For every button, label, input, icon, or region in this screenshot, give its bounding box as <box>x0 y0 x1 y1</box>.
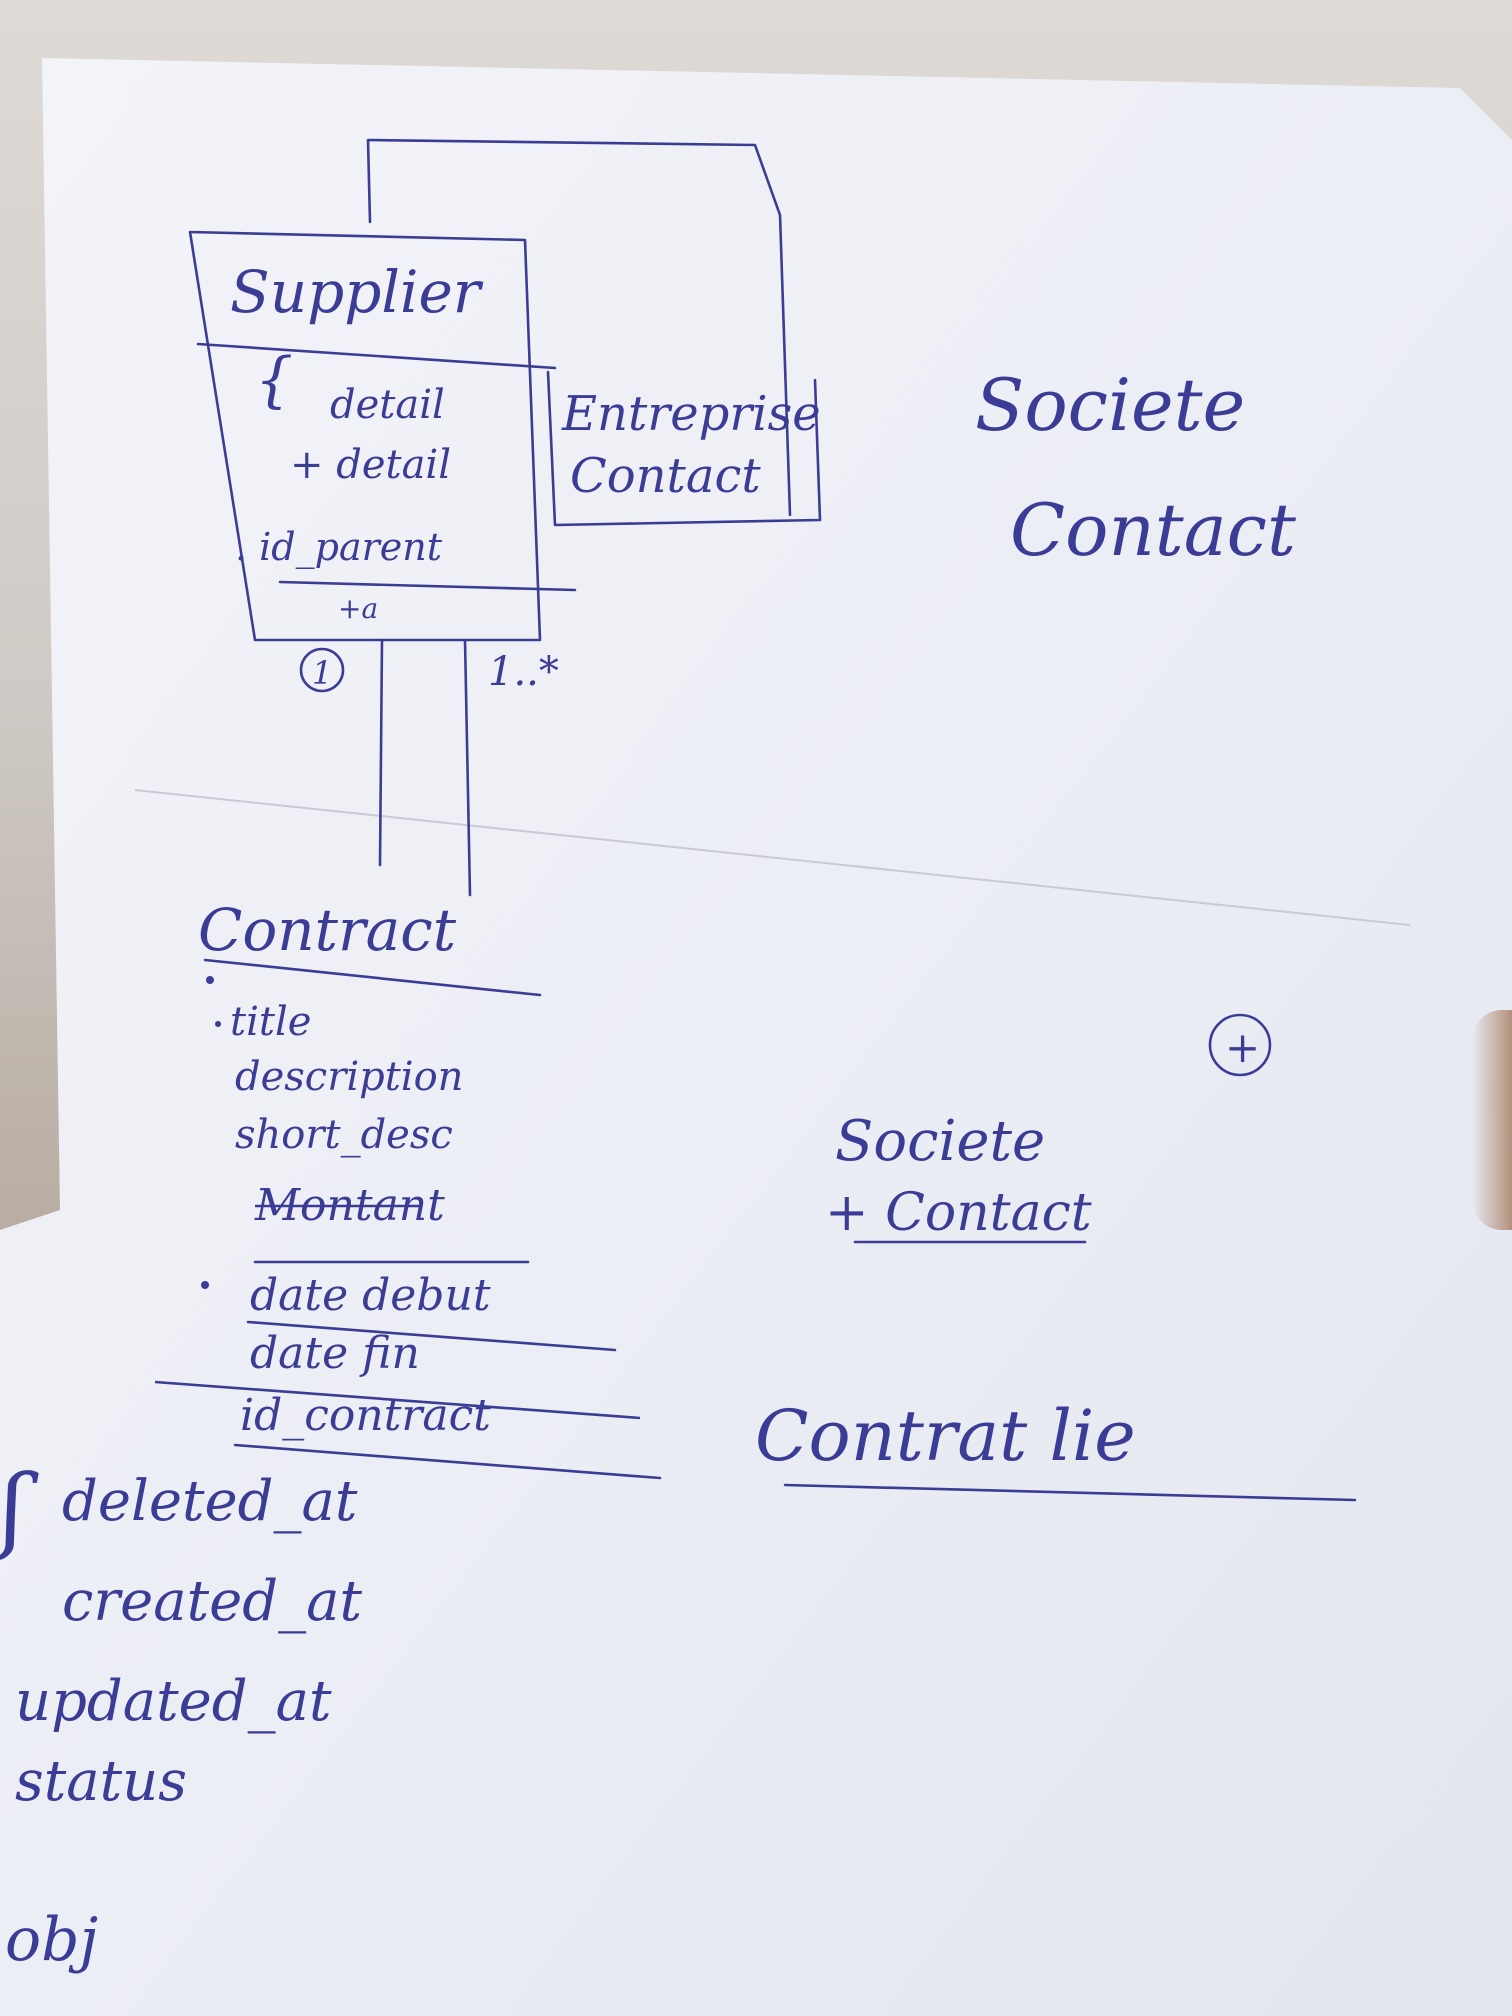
bullet-0 <box>206 976 214 984</box>
timestamp-updated: updated_at <box>15 1669 332 1734</box>
plus-symbol: + <box>1225 1023 1260 1072</box>
entreprise-box-outline <box>546 370 822 527</box>
contrat-lie-underline <box>783 1483 1357 1502</box>
fold-crease <box>134 789 1411 926</box>
supplier-footer-divider <box>278 580 577 592</box>
multiplicity-left: 1 <box>312 654 332 692</box>
supplier-brace: { <box>255 345 293 415</box>
supplier-attr-3: . id_parent <box>235 525 443 570</box>
trailing-obj: obj <box>5 1905 98 1975</box>
contract-title: Contract <box>198 896 457 964</box>
supplier-attr-1: detail <box>330 382 445 428</box>
contract-field-short-desc: short_desc <box>235 1112 453 1158</box>
entreprise-line-1: Entreprise <box>561 386 821 442</box>
supplier-box-outline <box>188 230 542 642</box>
supplier-attr-2: + detail <box>290 442 451 488</box>
contract-field-title: title <box>230 999 311 1045</box>
timestamp-status: status <box>15 1749 187 1814</box>
id-contract-strikethrough <box>154 1380 641 1420</box>
date-debut-underline <box>246 1320 617 1352</box>
connector-right <box>463 638 472 897</box>
contract-bottom-divider <box>233 1443 662 1480</box>
timestamp-created: created_at <box>62 1569 363 1634</box>
plus-circle <box>1208 1013 1272 1077</box>
paper-surface <box>0 58 1512 2016</box>
bullet-date <box>201 1281 209 1289</box>
multiplicity-one-circle <box>299 647 345 693</box>
supplier-footer-mark: +a <box>338 592 378 625</box>
thumb-shadow <box>1472 1010 1512 1230</box>
societe-note: Societe <box>835 1109 1045 1174</box>
timestamp-deleted: deleted_at <box>62 1469 358 1534</box>
entreprise-contact-entity: Entreprise Contact <box>546 370 822 527</box>
contact-top: Contact <box>1010 488 1297 572</box>
societe-contact-note: Societe Contact <box>975 363 1297 572</box>
multiplicity-right: 1..* <box>488 649 559 695</box>
contact-note: + Contact <box>825 1183 1092 1243</box>
contract-field-date-fin: date fin <box>250 1328 420 1379</box>
self-association-line <box>366 138 792 517</box>
contract-title-divider <box>203 958 542 997</box>
bullet-1 <box>215 1021 221 1027</box>
timestamp-fields: ʃ deleted_at created_at updated_at statu… <box>0 1455 363 1975</box>
contract-field-description: description <box>235 1054 463 1100</box>
societe-top: Societe <box>975 363 1245 447</box>
right-notes: + Societe + Contact Contrat lie <box>755 1013 1357 1502</box>
supplier-title: Supplier <box>230 258 484 326</box>
contrat-lie-note: Contrat lie <box>755 1395 1136 1477</box>
connector-left <box>378 638 384 867</box>
entreprise-line-2: Contact <box>570 448 761 504</box>
contract-field-date-debut: date debut <box>250 1270 491 1321</box>
supplier-entity: Supplier detail + detail . id_parent { +… <box>188 138 792 897</box>
contract-entity: Contract title description short_desc Mo… <box>154 896 662 1480</box>
supplier-title-divider <box>196 342 557 370</box>
